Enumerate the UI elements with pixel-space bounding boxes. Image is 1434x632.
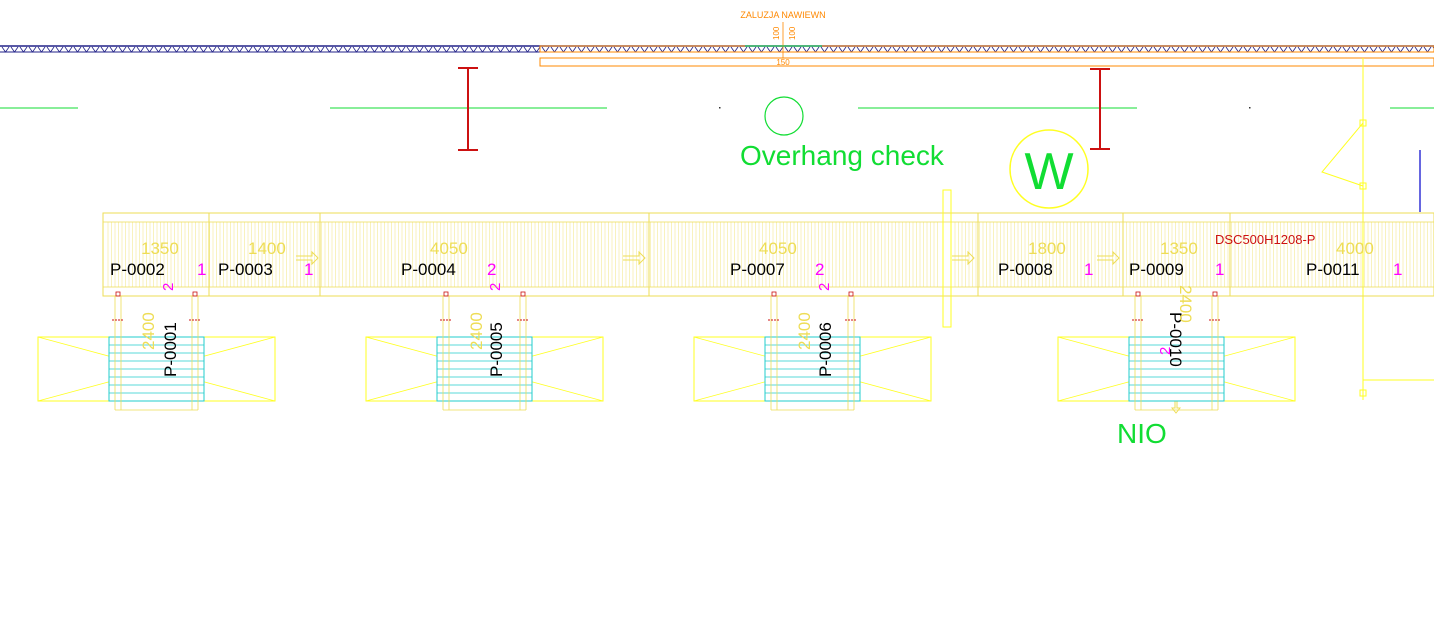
conveyor-rollers bbox=[107, 222, 1432, 287]
station-unit bbox=[693, 291, 932, 411]
louver-dim-a: 100 bbox=[772, 26, 781, 40]
conveyor-id: P-0002 bbox=[110, 260, 165, 279]
station-id: P-0010 bbox=[1166, 312, 1185, 367]
conveyor-qty2: 2 bbox=[160, 283, 177, 291]
conveyor-id: P-0011 bbox=[1306, 260, 1360, 279]
conveyor-dim: 1350 bbox=[141, 239, 179, 258]
conveyor-qty2: 2 bbox=[487, 283, 504, 291]
conveyor-labels: 1350 P-0002 1 2 1400 P-0003 1 4050 P-000… bbox=[110, 232, 1402, 291]
conveyor-qty: 1 bbox=[1393, 260, 1402, 279]
station-qty: 2 bbox=[1157, 347, 1174, 355]
station-id: P-0005 bbox=[487, 322, 506, 377]
station-dim: 2400 bbox=[795, 312, 814, 350]
transfer-bar bbox=[942, 189, 952, 328]
station-unit bbox=[37, 291, 276, 411]
conveyor-id: P-0003 bbox=[218, 260, 273, 279]
station-unit bbox=[365, 291, 604, 411]
conveyor-qty: 1 bbox=[1215, 260, 1224, 279]
louver-dim-b: 100 bbox=[788, 26, 797, 40]
conveyor-id: P-0009 bbox=[1129, 260, 1184, 279]
conveyor-dim: 1350 bbox=[1160, 239, 1198, 258]
conveyor-id: P-0008 bbox=[998, 260, 1053, 279]
conveyor-dim: 4050 bbox=[759, 239, 797, 258]
conveyor-dim: 1800 bbox=[1028, 239, 1066, 258]
w-marker-label: W bbox=[1024, 143, 1073, 201]
overhang-check-circle bbox=[764, 96, 804, 136]
conveyor-dim: 4050 bbox=[430, 239, 468, 258]
station-id: P-0006 bbox=[816, 322, 835, 377]
dsc-code-label: DSC500H1208-P bbox=[1215, 232, 1315, 247]
station-units bbox=[37, 291, 1296, 411]
roof-hatch bbox=[1, 46, 1434, 53]
station-dim: 2400 bbox=[1176, 285, 1195, 323]
nio-label: NIO bbox=[1117, 418, 1167, 449]
conveyor-qty: 1 bbox=[197, 260, 206, 279]
station-unit bbox=[1057, 291, 1296, 411]
conveyor-qty2: 2 bbox=[816, 283, 833, 291]
conveyor-dim: 4000 bbox=[1336, 239, 1374, 258]
conveyor-qty: 2 bbox=[815, 260, 824, 279]
station-dim: 2400 bbox=[467, 312, 486, 350]
louver-annotation: ZALUZJA NAWIEWN 100 100 150 bbox=[740, 10, 825, 67]
w-marker-circle bbox=[1009, 129, 1089, 209]
overhang-check-label: Overhang check bbox=[740, 140, 945, 171]
steel-column-right bbox=[1090, 68, 1110, 150]
louver-label: ZALUZJA NAWIEWN bbox=[740, 10, 825, 20]
conveyor-qty: 1 bbox=[1084, 260, 1093, 279]
station-dim: 2400 bbox=[139, 312, 158, 350]
axis-dots bbox=[719, 107, 1251, 109]
conveyor-qty: 1 bbox=[304, 260, 313, 279]
roof-structure bbox=[0, 45, 1434, 67]
station-labels: P-0001 2400 P-0005 2400 P-0006 2400 P-00… bbox=[139, 285, 1195, 377]
louver-dim-c: 150 bbox=[776, 58, 790, 67]
main-conveyor-line bbox=[102, 189, 1434, 414]
conveyor-id: P-0004 bbox=[401, 260, 456, 279]
door-symbol bbox=[1321, 58, 1434, 400]
conveyor-dim: 1400 bbox=[248, 239, 286, 258]
station-id: P-0001 bbox=[161, 322, 180, 377]
steel-column-left bbox=[458, 67, 478, 151]
conveyor-id: P-0007 bbox=[730, 260, 785, 279]
conveyor-qty: 2 bbox=[487, 260, 496, 279]
flow-arrows bbox=[296, 250, 1182, 414]
